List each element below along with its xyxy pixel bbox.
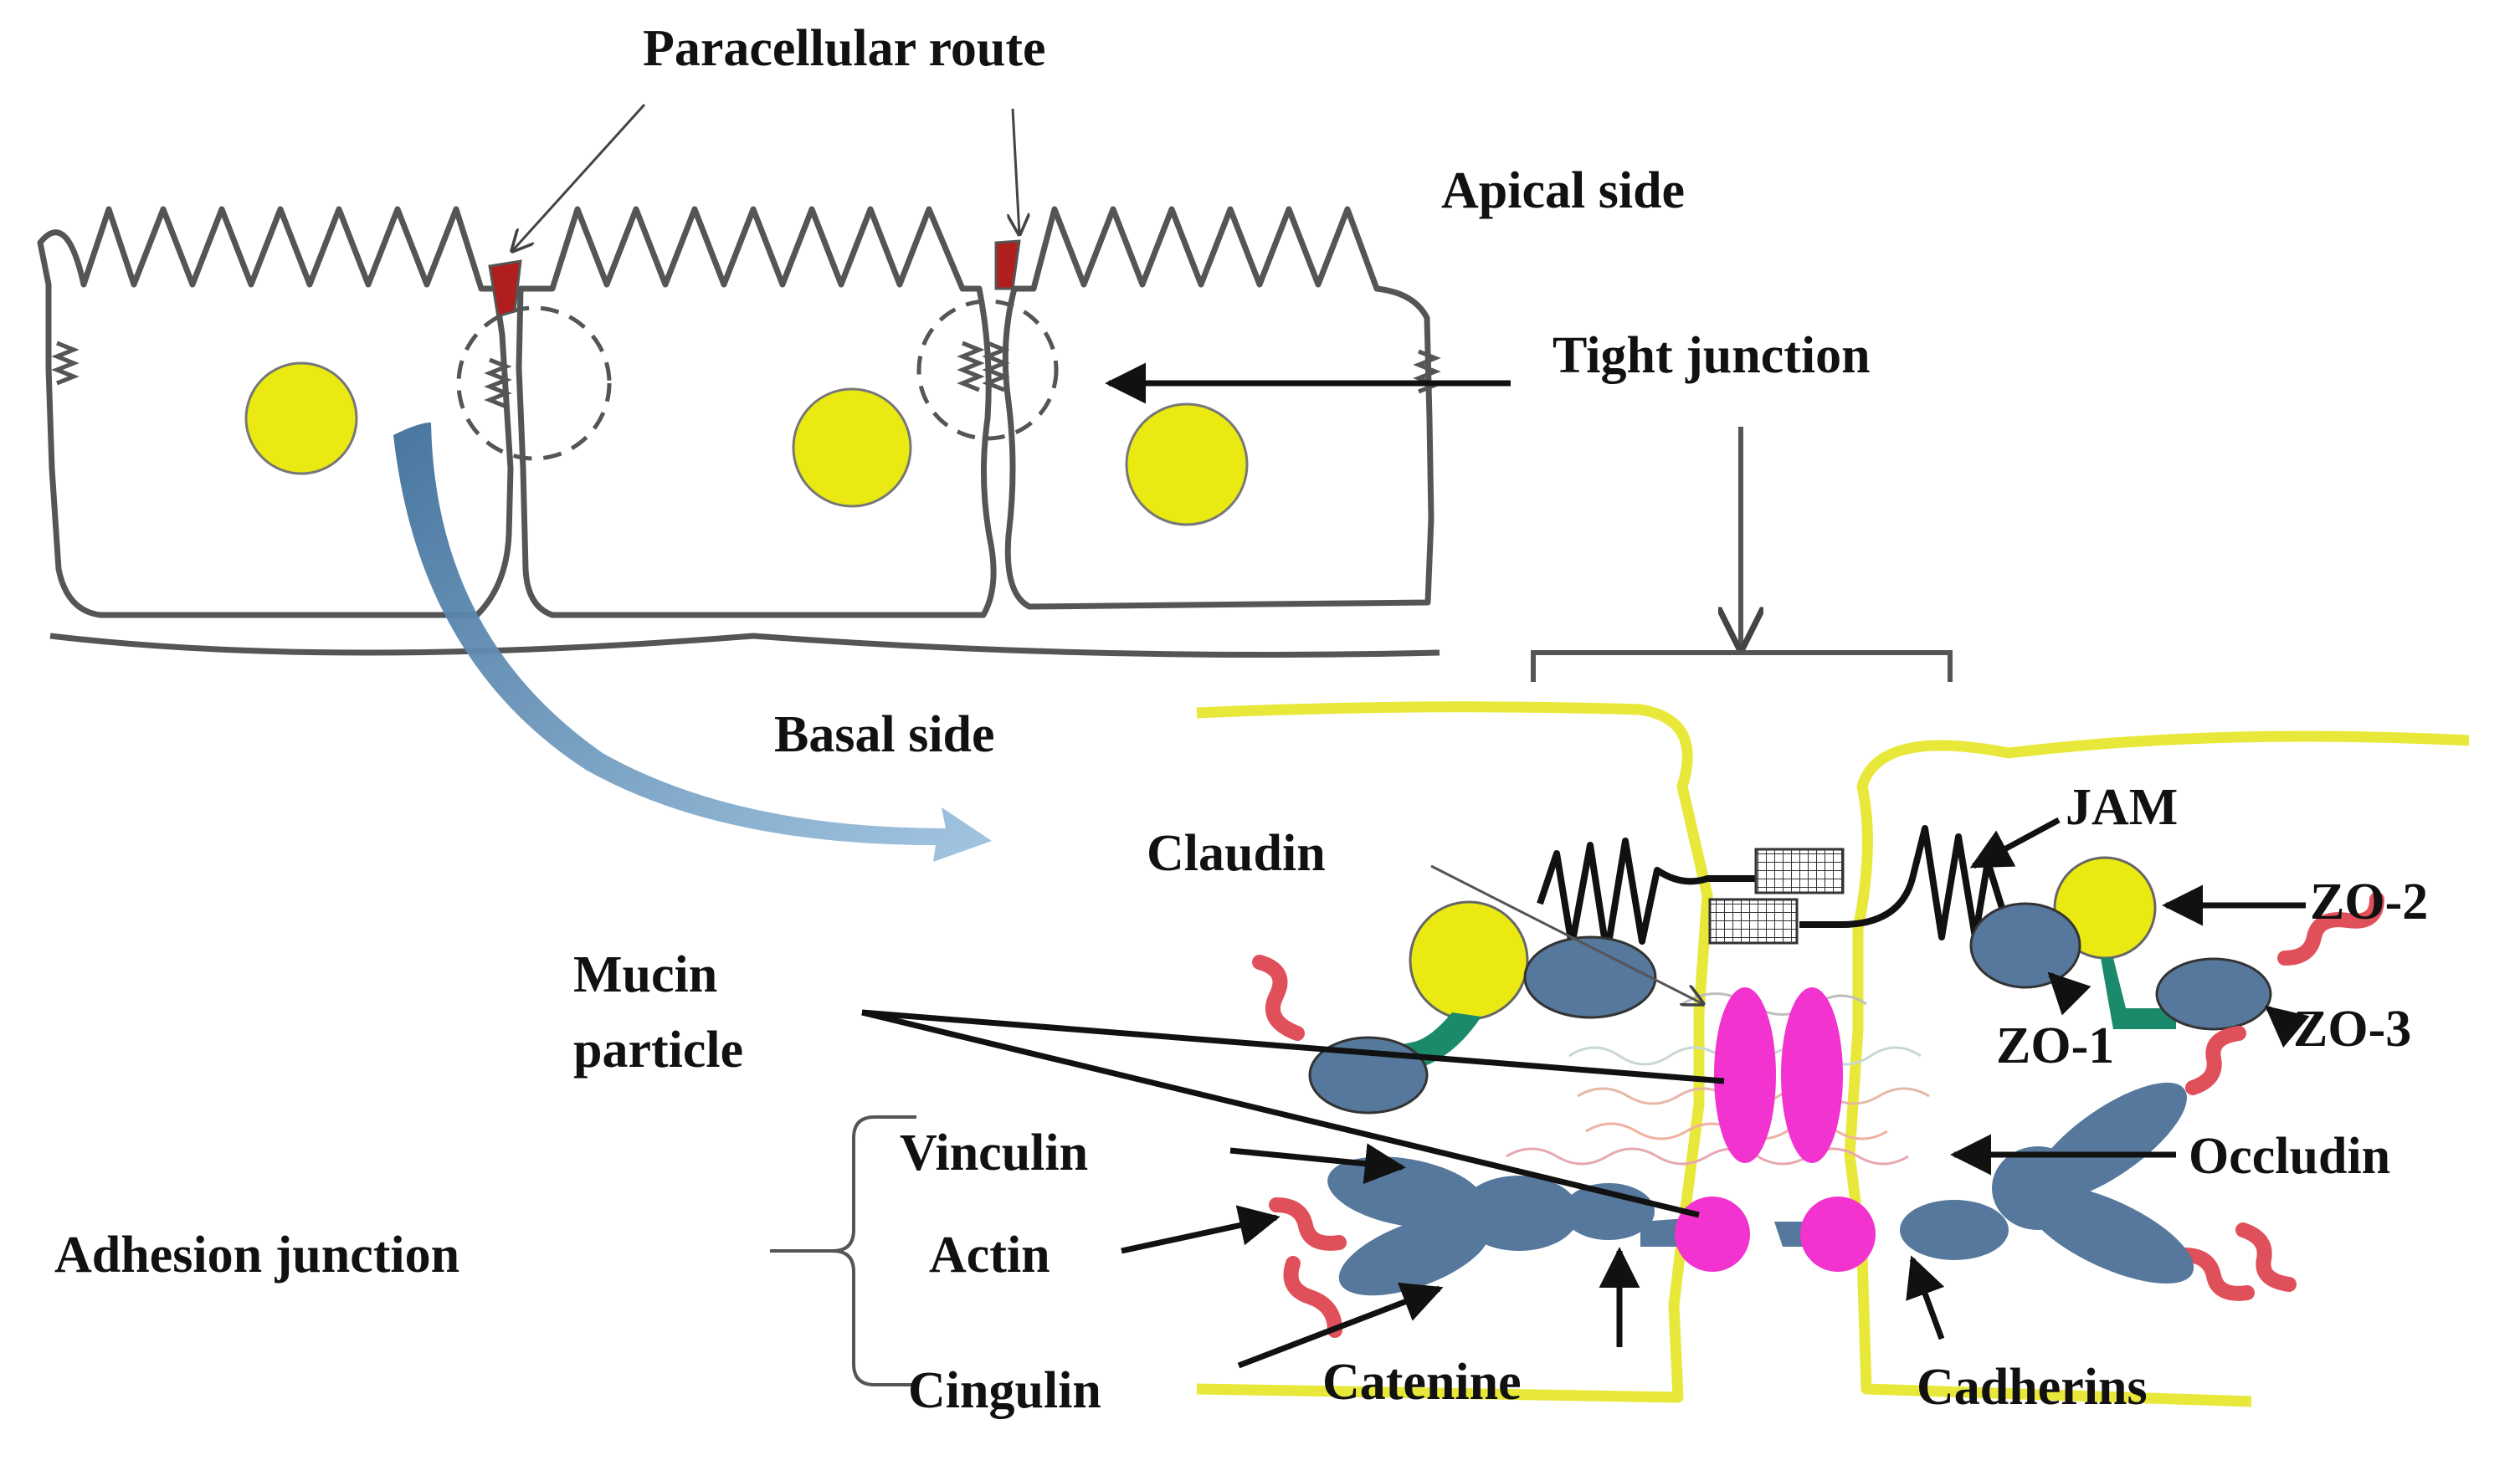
- cell-3-outline: [1002, 206, 1435, 610]
- zo3-right: [2155, 957, 2272, 1031]
- label-pointers: [861, 817, 2310, 1369]
- label-mucin-line1: Mucin: [573, 946, 717, 1003]
- label-mucin-line2: particle: [573, 1022, 743, 1079]
- label-paracellular-route: Paracellular route: [643, 20, 1046, 77]
- cingulin-left-lower: [1338, 1214, 1491, 1296]
- jam-strands: [1537, 825, 2005, 957]
- tj-highlight-circle-2: [916, 299, 1059, 441]
- zo1-left: [1523, 935, 1657, 1019]
- zo1-right: [1969, 902, 2081, 989]
- catenine-left: [1459, 1176, 1579, 1251]
- basement-membrane: [49, 633, 1440, 658]
- jam-block-1: [1754, 848, 1845, 894]
- label-zo3: ZO-3: [2293, 1001, 2411, 1058]
- tj-seal-2: [994, 239, 1021, 290]
- label-tight-junction: Tight junction: [1553, 327, 1871, 384]
- nucleus-1: [244, 361, 358, 475]
- zoom-bracket: [1531, 650, 1953, 682]
- label-adhesion-junction: Adhesion junction: [54, 1227, 459, 1284]
- mucin-particle-2: [1781, 987, 1843, 1163]
- adhesion-junction-brace: [770, 1115, 916, 1386]
- label-vinculin: Vinculin: [900, 1125, 1088, 1181]
- actin-filaments: [1252, 892, 2384, 1338]
- nucleus-3: [1125, 402, 1249, 526]
- label-catenine: Catenine: [1322, 1354, 1522, 1411]
- label-occludin: Occludin: [2189, 1128, 2390, 1185]
- jam-block-2: [1708, 898, 1799, 945]
- label-cingulin: Cingulin: [908, 1362, 1101, 1419]
- label-actin: Actin: [929, 1227, 1050, 1284]
- nucleus-2: [792, 387, 912, 508]
- paracellular-pointer-1: [512, 103, 646, 251]
- label-basal-side: Basal side: [774, 706, 995, 763]
- epithelium-cells: [37, 206, 1440, 658]
- cell-1-outline: [37, 206, 514, 618]
- cell-2-outline: [516, 206, 997, 618]
- label-zo2: ZO-2: [2310, 874, 2428, 930]
- tj-seal-1: [488, 259, 522, 318]
- mucin-particle-1: [1714, 987, 1776, 1163]
- label-zo1: ZO-1: [1996, 1017, 2114, 1074]
- zo2-left: [1409, 900, 1529, 1021]
- paracellular-pointer-2: [1013, 108, 1019, 234]
- label-jam: JAM: [2066, 779, 2178, 836]
- occludin-right-mid: [1992, 1146, 2084, 1230]
- zo-linker-right: [2101, 958, 2176, 1029]
- tj-highlight-circle-1: [456, 305, 612, 461]
- mucin-particle-4: [1800, 1197, 1876, 1272]
- label-claudin: Claudin: [1147, 825, 1326, 882]
- mucin-particle-3: [1675, 1197, 1750, 1272]
- cell-membranes: [1196, 701, 2470, 1407]
- label-cadherins: Cadherins: [1917, 1359, 2148, 1416]
- catenine-right: [1900, 1200, 2009, 1260]
- label-apical-side: Apical side: [1441, 162, 1685, 219]
